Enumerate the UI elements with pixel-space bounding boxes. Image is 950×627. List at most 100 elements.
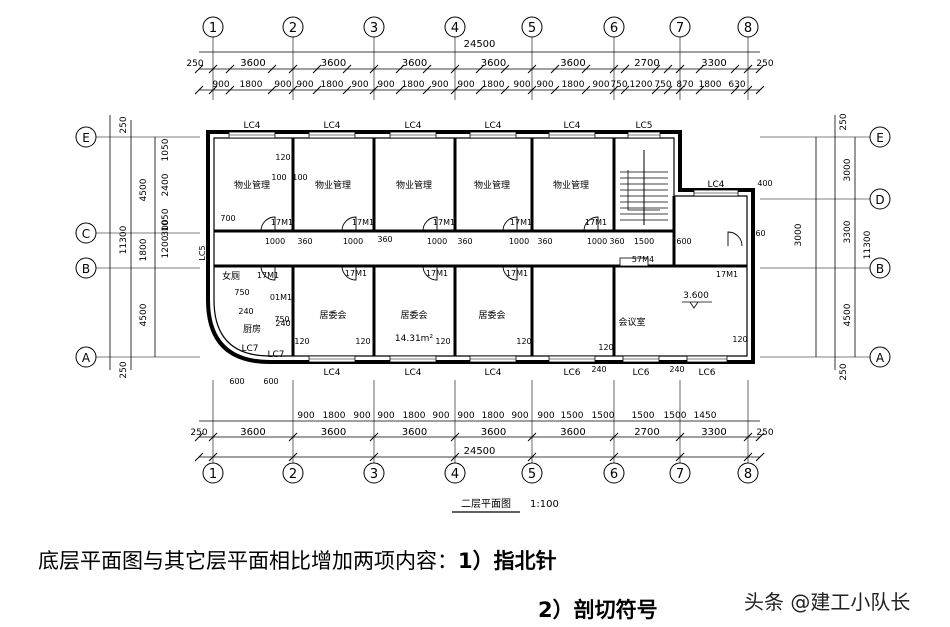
dim-tick-top <box>194 85 204 95</box>
room-label-office: 物业管理 <box>315 179 351 191</box>
door-south <box>502 265 518 281</box>
dim-tick-top <box>581 64 591 74</box>
door-north <box>260 216 276 232</box>
dim-tick-top <box>620 64 630 74</box>
row-label-left: A <box>82 351 91 365</box>
caption-item-north-arrow: 1）指北针 <box>458 549 557 573</box>
dim-tick-top <box>527 64 537 74</box>
dim-tick-top <box>730 85 740 95</box>
dim-left-overall: 11300 <box>119 225 129 254</box>
dim-tick-bottom <box>450 452 460 462</box>
door-code: 17M1 <box>352 218 374 227</box>
exterior-wall-inner <box>213 137 748 357</box>
dim-bay-bottom: 3600 <box>240 427 265 438</box>
misc-dim: 360 <box>609 237 624 246</box>
door-code: 57M4 <box>632 255 654 264</box>
door-north <box>502 216 518 232</box>
row-label-right: D <box>875 193 884 207</box>
dim-right-outer: 4500 <box>843 303 853 326</box>
dim-tick-top <box>395 64 405 74</box>
misc-dim: 240 <box>275 319 290 328</box>
dim-tick-top <box>288 85 298 95</box>
axis-label-bottom: 7 <box>676 467 684 482</box>
dim-segment-bottom: 900 <box>297 411 314 421</box>
misc-dim: 120 <box>732 335 747 344</box>
dim-tick-top <box>609 85 619 95</box>
dim-tick-top <box>422 85 432 95</box>
dim-segment-bottom: 900 <box>511 411 528 421</box>
misc-dim: 120 <box>516 337 531 346</box>
dim-left-outer: 4500 <box>139 303 149 326</box>
misc-dim: 120 <box>275 153 290 162</box>
dim-segment-top: 1800 <box>321 80 344 90</box>
dim-tick-top <box>312 85 322 95</box>
misc-dim: 400 <box>757 179 772 188</box>
door-code: 17M1 <box>426 269 448 278</box>
dim-segment-top: 630 <box>728 80 745 90</box>
dim-tick-top <box>194 64 204 74</box>
axis-label-bottom: 1 <box>209 467 217 482</box>
dim-tick-bottom <box>208 452 218 462</box>
dim-tick-top <box>609 64 619 74</box>
window-label-bottom: LC6 <box>632 368 649 378</box>
axis-label-bottom: 4 <box>451 467 459 482</box>
door-code: 17M1 <box>271 218 293 227</box>
door-code: 17M1 <box>716 270 738 279</box>
row-label-left: C <box>82 227 90 241</box>
axis-label-bottom: 5 <box>528 467 536 482</box>
dim-right-outer: 3000 <box>843 158 853 181</box>
dim-segment-top: 900 <box>274 80 291 90</box>
axis-label-top: 2 <box>289 21 297 36</box>
dim-tick-bottom <box>288 452 298 462</box>
dim-bay-bottom: 3600 <box>321 427 346 438</box>
row-label-left: E <box>82 131 90 145</box>
dim-segment-top: 1800 <box>482 80 505 90</box>
misc-dim: 360 <box>537 237 552 246</box>
dim-tick-bottom <box>450 432 460 442</box>
dim-tick-bottom <box>527 452 537 462</box>
dim-tick-top <box>695 64 705 74</box>
dim-right-inner: 3000 <box>794 223 804 246</box>
dim-overall-bottom: 24500 <box>464 446 496 457</box>
dim-tick-bottom <box>755 452 765 462</box>
dim-tick-top <box>475 64 485 74</box>
row-label-right: A <box>876 351 885 365</box>
misc-dim: 600 <box>229 377 244 386</box>
door-code: 17M1 <box>585 218 607 227</box>
dim-segment-bottom: 1800 <box>482 411 505 421</box>
dim-tick-top <box>550 85 560 95</box>
door-north <box>422 216 438 232</box>
row-label-right: E <box>876 131 884 145</box>
misc-dim: 120 <box>435 337 450 346</box>
dim-tick-top <box>527 85 537 95</box>
dim-segment-bottom: 1800 <box>403 411 426 421</box>
misc-dim: 120 <box>598 343 613 352</box>
misc-dim: 360 <box>457 237 472 246</box>
dim-left-outer: 1800 <box>139 238 149 261</box>
dim-tick-top <box>267 64 277 74</box>
dim-tick-top <box>395 85 405 95</box>
room-label-kitchen: 厨房 <box>243 323 261 335</box>
dim-bay-top: 3600 <box>321 58 346 69</box>
exterior-wall <box>206 130 755 364</box>
dim-segment-bottom: 1500 <box>664 411 687 421</box>
window-label-top: LC4 <box>484 121 501 131</box>
dim-segment-top: 1800 <box>562 80 585 90</box>
dim-tick-top <box>312 64 322 74</box>
misc-dim: 750 <box>274 315 289 324</box>
door-code: 17M1 <box>345 269 367 278</box>
dim-right-edge: 250 <box>839 363 849 380</box>
dim-tick-top <box>225 85 235 95</box>
misc-dim: 1000 <box>509 237 529 246</box>
dim-bay-top: 2700 <box>634 58 659 69</box>
dim-tick-top <box>675 85 685 95</box>
window-label-top: LC4 <box>563 121 580 131</box>
dim-tick-bottom <box>675 432 685 442</box>
dim-tick-top <box>208 64 218 74</box>
window-label-bottom: LC4 <box>484 368 501 378</box>
room-label-office: 物业管理 <box>234 179 270 191</box>
dim-tick-top <box>267 85 277 95</box>
dim-tick-top <box>369 85 379 95</box>
elevation-triangle <box>689 301 699 309</box>
